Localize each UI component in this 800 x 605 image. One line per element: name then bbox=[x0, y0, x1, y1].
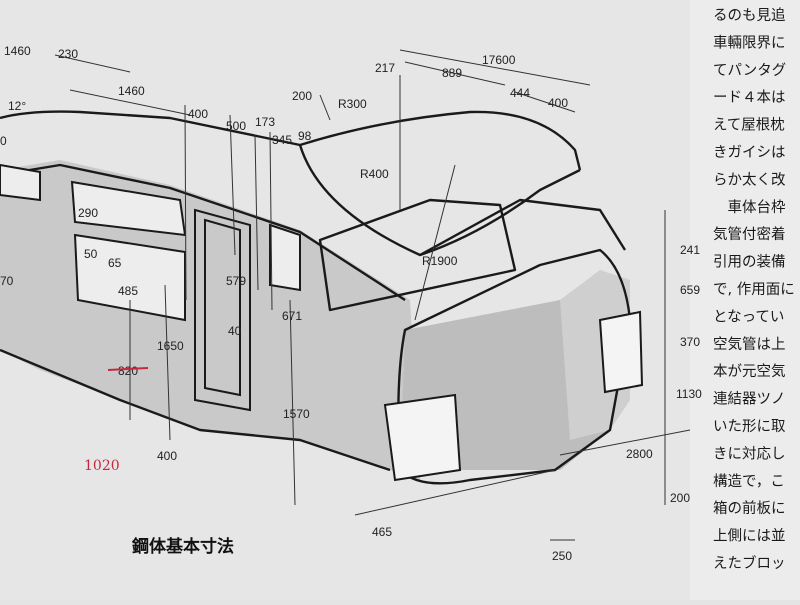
side-text-line: 気管付密着 bbox=[713, 226, 786, 243]
dim-65: 65 bbox=[108, 256, 122, 270]
side-text-line: きガイシは bbox=[713, 144, 786, 161]
dim-217: 217 bbox=[375, 61, 395, 75]
dim-1130: 1130 bbox=[676, 387, 702, 401]
side-text-line: 連結器ツノ bbox=[713, 391, 786, 408]
red-strike-line bbox=[107, 367, 149, 371]
side-windows bbox=[0, 163, 301, 322]
dim-671: 671 bbox=[282, 309, 302, 323]
dim-444: 444 bbox=[510, 86, 530, 100]
dim-r1900: R1900 bbox=[422, 254, 458, 268]
side-text-line: いた形に取 bbox=[713, 418, 786, 435]
dim-659: 659 bbox=[680, 283, 700, 297]
dim-465: 465 bbox=[372, 525, 392, 539]
side-text-line: るのも見追 bbox=[713, 7, 786, 24]
dim-579: 579 bbox=[226, 274, 246, 288]
dimension-labels: 1460 230 1460 12° 400 500 173 345 98 200… bbox=[0, 44, 702, 563]
dim-12-degree: 12° bbox=[8, 99, 26, 113]
dim-400-right: 400 bbox=[548, 96, 568, 110]
dim-70-cut: 70 bbox=[0, 274, 14, 288]
side-text-line: 構造で，こ bbox=[713, 473, 785, 490]
side-text-line: ード４本は bbox=[713, 89, 786, 106]
side-text-line: らか太く改 bbox=[713, 171, 786, 188]
side-text-line: えて屋根枕 bbox=[713, 117, 785, 134]
side-text-line: 本が元空気 bbox=[713, 363, 786, 380]
figure-caption: 鋼体基本寸法 bbox=[131, 536, 234, 556]
handwritten-note: 1020 bbox=[84, 458, 120, 474]
side-text-line: 空気管は上 bbox=[713, 336, 786, 353]
dim-200-roof: 200 bbox=[292, 89, 312, 103]
dim-889: 889 bbox=[442, 66, 462, 80]
dim-r300: R300 bbox=[338, 97, 367, 111]
side-door bbox=[194, 208, 251, 412]
dim-250: 250 bbox=[552, 549, 572, 563]
dim-370: 370 bbox=[680, 335, 700, 349]
dimension-lines bbox=[54, 49, 691, 541]
headlight-units bbox=[383, 310, 644, 482]
side-text-line: 上側には並 bbox=[713, 528, 786, 545]
side-text-line: となってい bbox=[713, 308, 784, 325]
dim-1460-mid: 1460 bbox=[118, 84, 145, 98]
dim-200-bottom: 200 bbox=[670, 491, 690, 505]
dim-290: 290 bbox=[78, 206, 98, 220]
side-text-line: 箱の前板に bbox=[713, 499, 786, 517]
side-text-line: 車輛限界に bbox=[713, 34, 786, 51]
dim-40: 40 bbox=[228, 324, 242, 338]
dim-r400: R400 bbox=[360, 167, 389, 181]
dim-500: 500 bbox=[226, 119, 246, 133]
dim-98: 98 bbox=[298, 129, 312, 143]
dim-400-bottom: 400 bbox=[157, 449, 177, 463]
car-body-outline bbox=[0, 110, 632, 485]
side-text-line: で, 作用面に bbox=[713, 281, 795, 298]
dim-241: 241 bbox=[680, 243, 700, 257]
dim-400-top: 400 bbox=[188, 107, 208, 121]
dim-230: 230 bbox=[58, 47, 78, 61]
dim-820: 820 bbox=[118, 364, 138, 378]
dim-0-cut: 0 bbox=[0, 134, 7, 148]
dim-1570: 1570 bbox=[283, 407, 310, 421]
dim-50: 50 bbox=[84, 247, 98, 261]
dim-2800: 2800 bbox=[626, 447, 653, 461]
side-text-line: てパンタグ bbox=[713, 62, 786, 79]
dim-1650: 1650 bbox=[157, 339, 184, 353]
side-text-line: えたブロッ bbox=[713, 554, 786, 572]
struck-dimension-820: 820 bbox=[107, 364, 149, 378]
dim-17600: 17600 bbox=[482, 53, 516, 67]
dim-173: 173 bbox=[255, 115, 275, 129]
dim-1460-top: 1460 bbox=[4, 44, 31, 58]
side-text-line: 車体台枠 bbox=[713, 199, 786, 216]
side-text-line: 引用の装備 bbox=[713, 254, 786, 271]
dim-485: 485 bbox=[118, 284, 138, 298]
side-text-line: きに対応し bbox=[713, 445, 786, 462]
dim-345: 345 bbox=[272, 133, 292, 147]
text-column-background bbox=[690, 0, 800, 600]
